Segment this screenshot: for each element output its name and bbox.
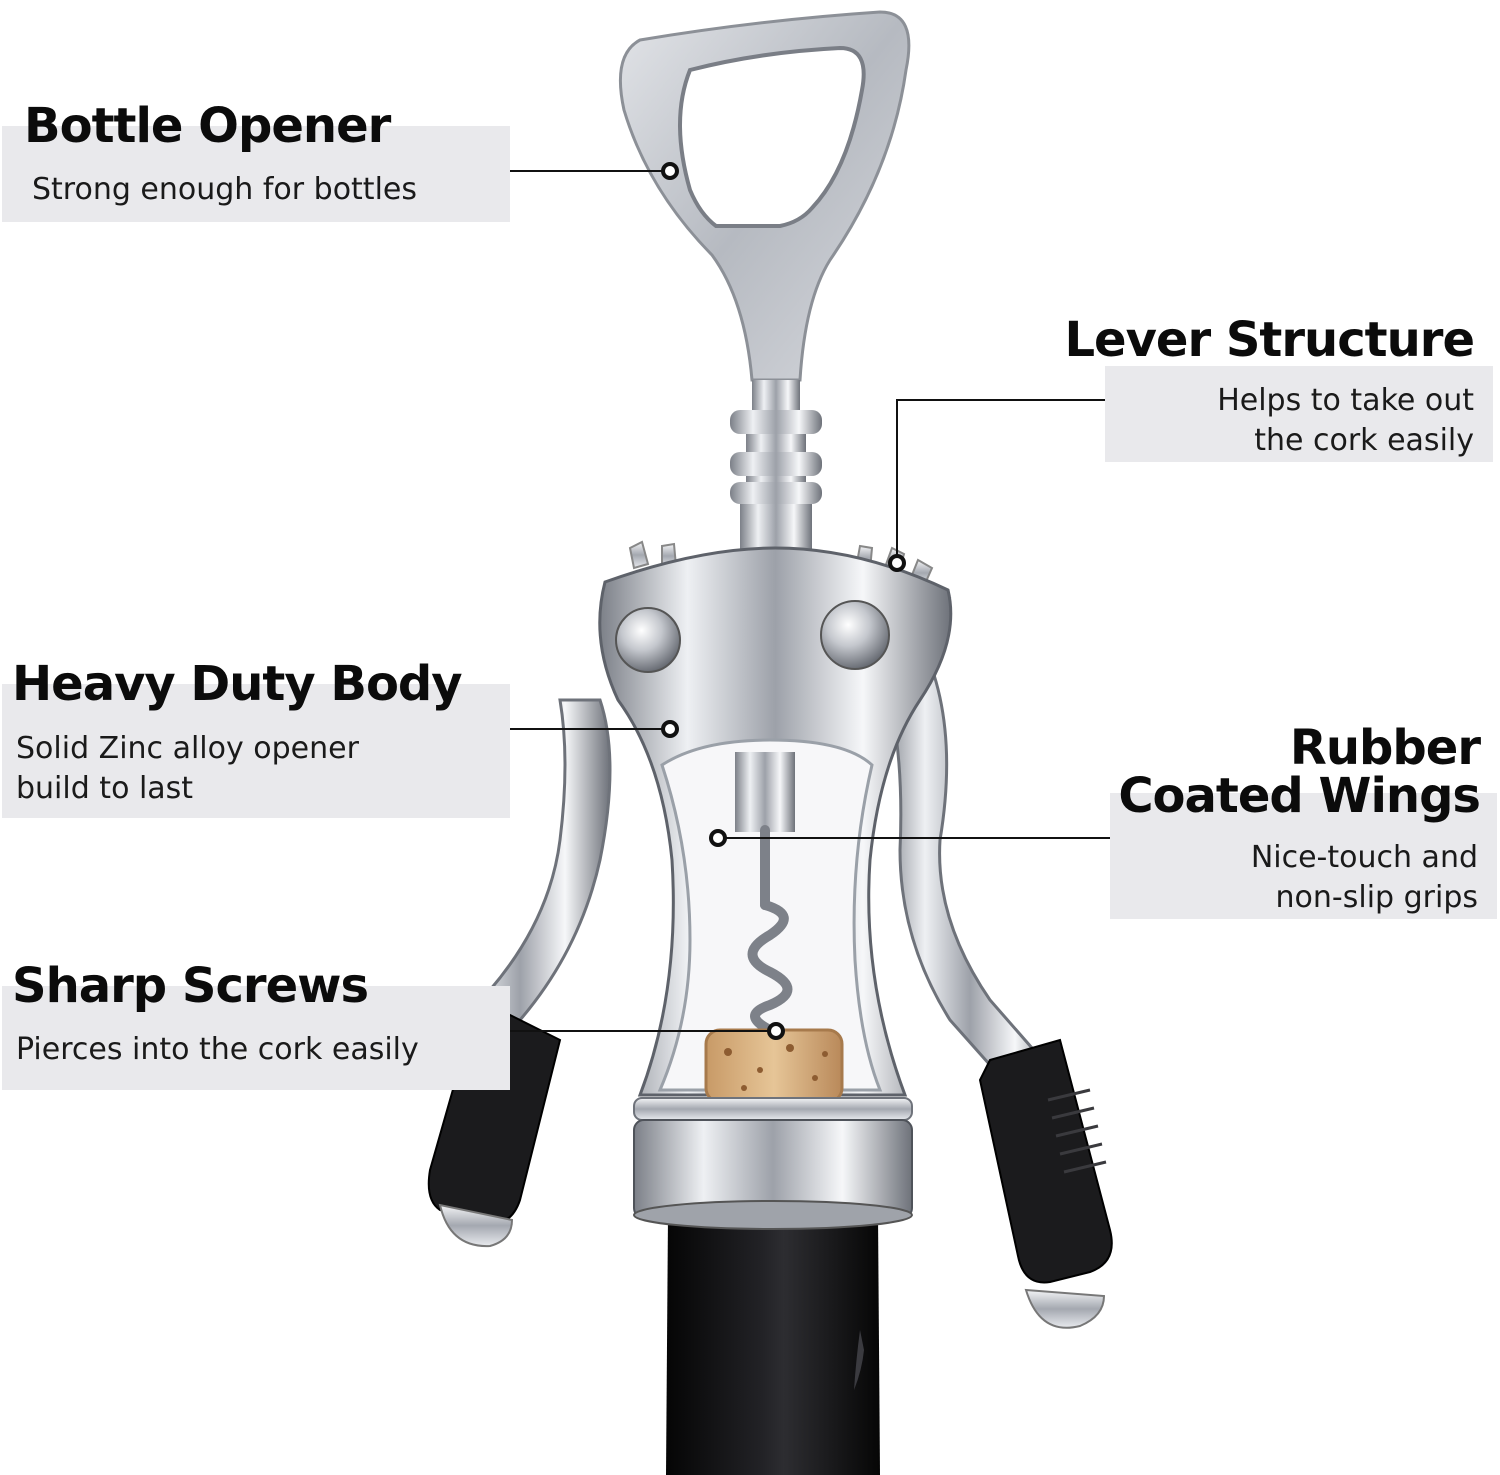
callout-rubber-wings-description-line2: non-slip grips [1275, 880, 1478, 915]
worm-screw [747, 825, 793, 1035]
callout-rubber-wings-title-line1: Rubber [1289, 720, 1481, 776]
callout-sharp-screws-title: Sharp Screws [12, 958, 369, 1014]
callout-lever-structure-description-line1: Helps to take out [1217, 383, 1474, 418]
callout-bottle-opener-box [2, 126, 510, 222]
callout-rubber-wings-title-line2: Coated Wings [1118, 768, 1481, 824]
callout-heavy-duty-body-description-line2: build to last [16, 771, 194, 806]
dot-lever-structure [888, 554, 906, 572]
dot-rubber-wings [709, 829, 727, 847]
callout-sharp-screws-description: Pierces into the cork easily [16, 1032, 419, 1067]
callout-rubber-wings-box [1110, 793, 1497, 919]
callout-bottle-opener-title: Bottle Opener [24, 98, 391, 154]
collar-ring [633, 1097, 913, 1230]
callout-rubber-wings-description-line1: Nice-touch and [1250, 840, 1478, 875]
callout-lever-structure-description-line2: the cork easily [1254, 423, 1474, 458]
cork [704, 1028, 844, 1104]
dot-heavy-duty-body [661, 720, 679, 738]
callout-lever-structure-title: Lever Structure [1064, 312, 1475, 368]
dot-bottle-opener [661, 162, 679, 180]
dot-sharp-screws [767, 1022, 785, 1040]
callout-bottle-opener-description: Strong enough for bottles [32, 172, 417, 207]
bottle-neck [666, 1215, 880, 1475]
callout-heavy-duty-body-title: Heavy Duty Body [12, 656, 463, 712]
callout-sharp-screws-box [2, 986, 510, 1090]
callout-dots [661, 162, 906, 1040]
callout-leaders [510, 170, 1110, 1032]
heavy-duty-body [598, 546, 953, 1097]
right-wing [878, 637, 1113, 1329]
stem-rings [730, 380, 822, 554]
callout-heavy-duty-body-description-line1: Solid Zinc alloy opener [16, 731, 359, 766]
bottle-opener-handle [618, 10, 911, 382]
callout-lever-structure-box [1105, 366, 1493, 462]
callout-heavy-duty-body-box [2, 684, 510, 818]
